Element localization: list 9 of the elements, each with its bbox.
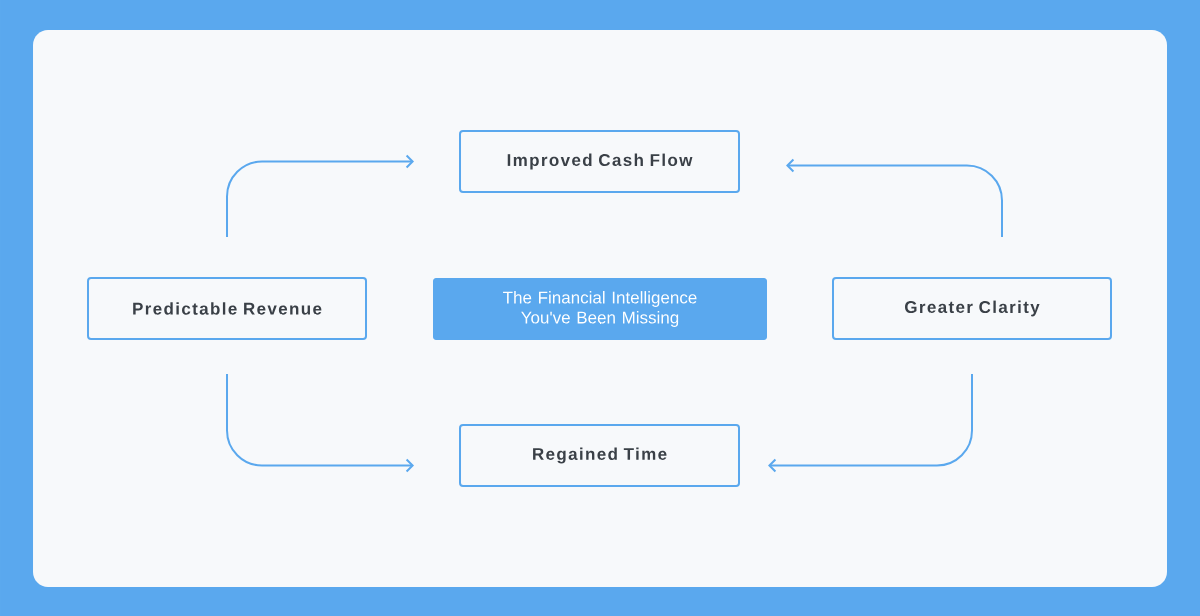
arrow (226, 154, 414, 238)
outcome-box: Greater Clarity (832, 277, 1112, 340)
arrow (786, 158, 1003, 238)
arrow (768, 373, 973, 473)
title-box: The Financial Intelligence You've Been Missing (433, 278, 767, 340)
outcome-box: Predictable Revenue (87, 277, 367, 340)
arrow (226, 373, 414, 473)
outcome-box: Regained Time (459, 424, 740, 487)
outcome-box: Improved Cash Flow (459, 130, 740, 193)
